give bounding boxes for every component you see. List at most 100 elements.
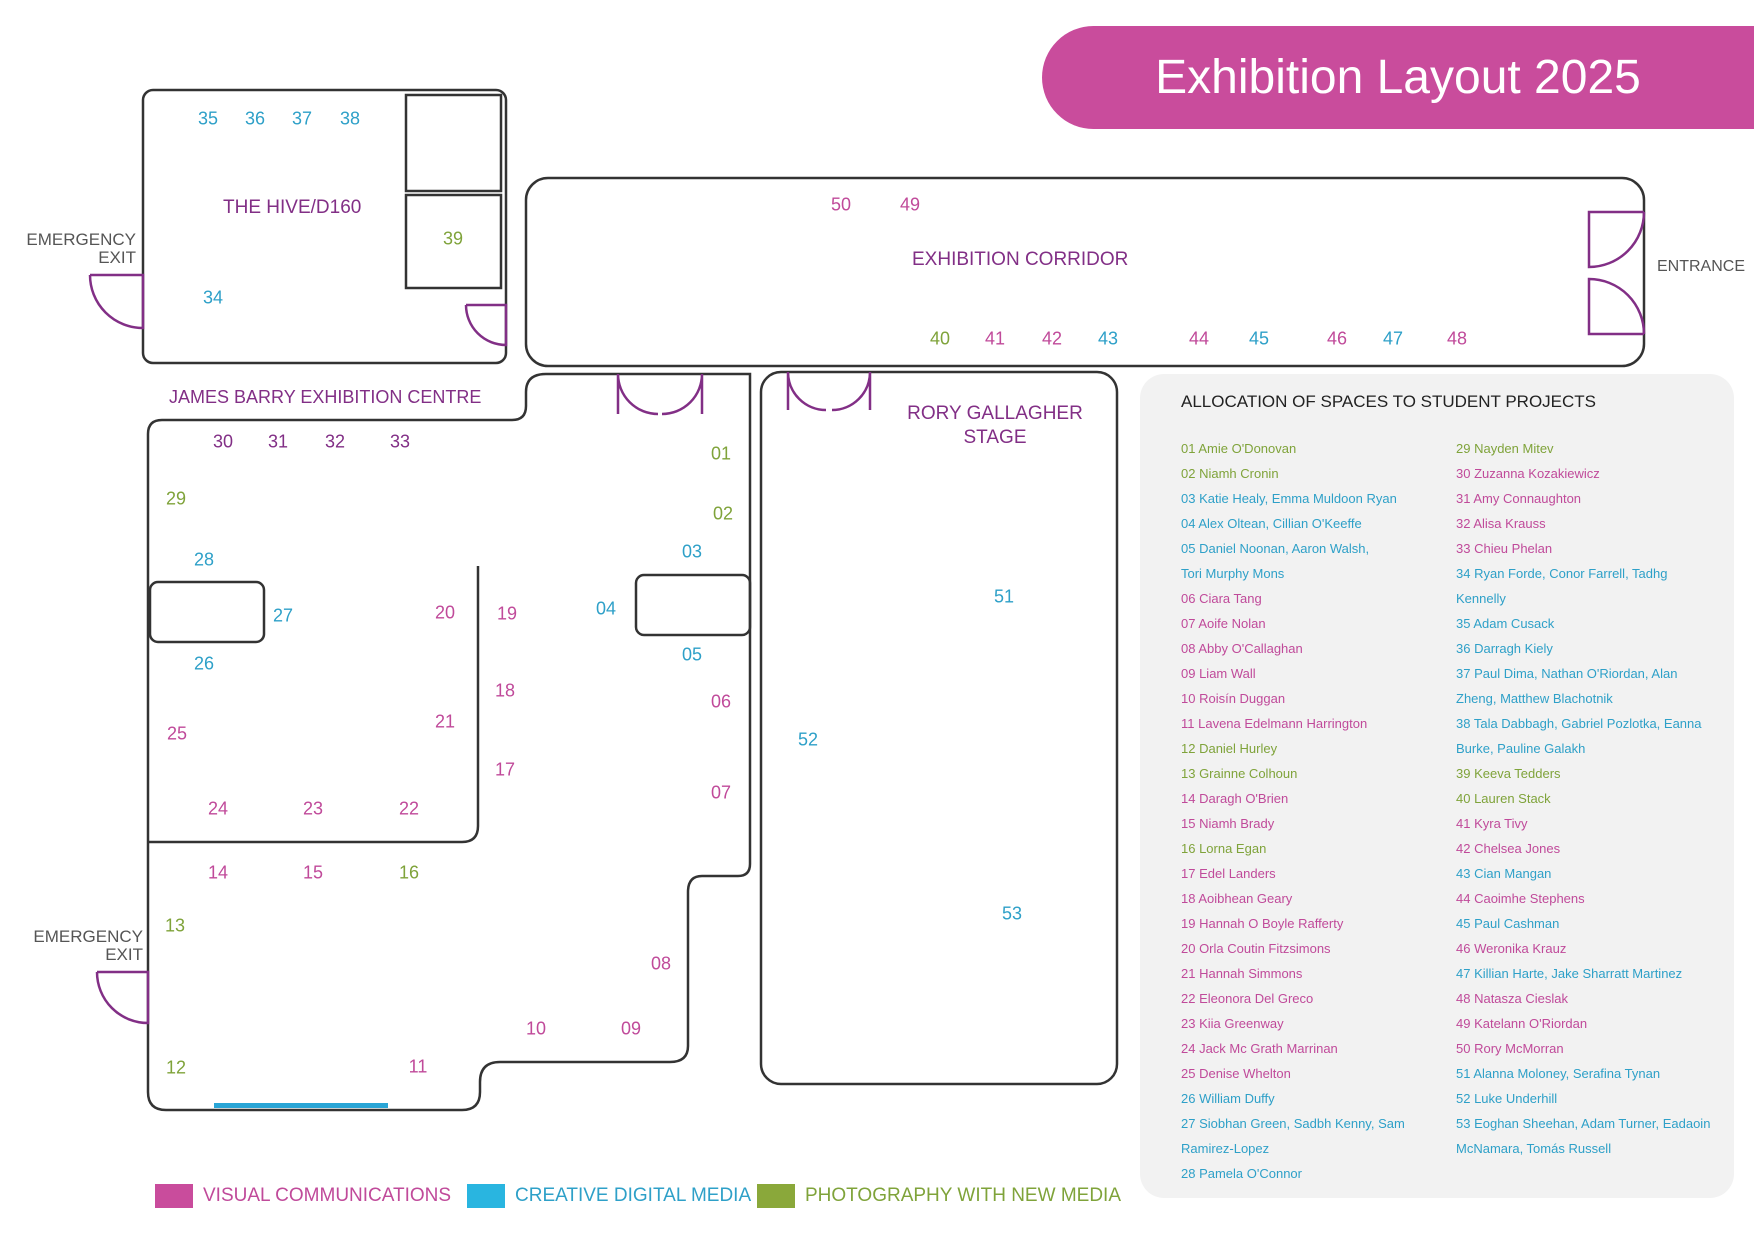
space-10: 10 <box>525 1018 547 1039</box>
allocation-entry: 03 Katie Healy, Emma Muldoon Ryan <box>1181 491 1397 506</box>
pillar-04 <box>634 573 752 637</box>
area-label-hive: THE HIVE/D160 <box>223 197 362 218</box>
allocation-entry: 20 Orla Coutin Fitzsimons <box>1181 941 1331 956</box>
space-37: 37 <box>291 108 313 129</box>
allocation-entry: 52 Luke Underhill <box>1456 1091 1558 1106</box>
allocation-entry: Tori Murphy Mons <box>1181 566 1285 581</box>
allocation-entry: Kennelly <box>1456 591 1506 606</box>
door-hive-left <box>88 273 145 330</box>
allocation-entry: 02 Niamh Cronin <box>1181 466 1279 481</box>
space-13: 13 <box>164 915 186 936</box>
window-strip <box>214 1103 388 1108</box>
space-17: 17 <box>494 759 516 780</box>
allocation-entry: 41 Kyra Tivy <box>1456 816 1528 831</box>
allocation-entry: 36 Darragh Kiely <box>1456 641 1553 656</box>
door-entrance-top <box>1587 210 1646 269</box>
space-01: 01 <box>710 443 732 464</box>
allocation-entry: 19 Hannah O Boyle Rafferty <box>1181 916 1344 931</box>
space-41: 41 <box>984 328 1006 349</box>
allocation-entry: 47 Killian Harte, Jake Sharratt Martinez <box>1456 966 1683 981</box>
door-entrance-bottom <box>1587 277 1646 336</box>
allocation-entry: 38 Tala Dabbagh, Gabriel Pozlotka, Eanna <box>1456 716 1702 731</box>
space-49: 49 <box>899 194 921 215</box>
space-19: 19 <box>496 603 518 624</box>
james-barry-inner-wall <box>148 566 480 844</box>
space-14: 14 <box>207 862 229 883</box>
allocation-entry: 48 Natasza Cieslak <box>1456 991 1568 1006</box>
james-barry-outline <box>146 372 752 1112</box>
emergency-exit-upper-line1: EMERGENCY <box>26 230 136 249</box>
allocation-entry: 50 Rory McMorran <box>1456 1041 1564 1056</box>
legend-label-visual-communications: VISUAL COMMUNICATIONS <box>203 1185 452 1206</box>
space-27: 27 <box>272 605 294 626</box>
door-emergency-lower <box>95 970 150 1025</box>
allocation-entry: 22 Eleonora Del Greco <box>1181 991 1314 1006</box>
allocation-entry: 43 Cian Mangan <box>1456 866 1552 881</box>
space-08: 08 <box>650 953 672 974</box>
door-james-barry-a <box>616 373 659 416</box>
allocation-entry: 30 Zuzanna Kozakiewicz <box>1456 466 1600 481</box>
allocation-entry: 49 Katelann O'Riordan <box>1456 1016 1588 1031</box>
space-07: 07 <box>710 782 732 803</box>
space-30: 30 <box>212 431 234 452</box>
space-21: 21 <box>434 711 456 732</box>
space-36: 36 <box>244 108 266 129</box>
allocation-entry: 29 Nayden Mitev <box>1456 441 1554 456</box>
allocation-entry: 13 Grainne Colhoun <box>1181 766 1298 781</box>
space-45: 45 <box>1248 328 1270 349</box>
space-29: 29 <box>165 488 187 509</box>
legend-swatch-photography-with-new-media <box>757 1184 795 1208</box>
corridor-outline <box>524 176 1646 368</box>
door-hive-inner <box>464 303 508 347</box>
allocation-entry: 26 William Duffy <box>1181 1091 1275 1106</box>
allocation-entry: 06 Ciara Tang <box>1181 591 1262 606</box>
allocation-entry: 23 Kiia Greenway <box>1181 1016 1284 1031</box>
area-label-rory-gallagher: RORY GALLAGHER STAGE <box>880 402 1110 450</box>
allocation-entry: 08 Abby O'Callaghan <box>1181 641 1303 656</box>
allocation-entry: 21 Hannah Simmons <box>1181 966 1303 981</box>
space-53: 53 <box>1001 903 1023 924</box>
space-23: 23 <box>302 798 324 819</box>
rory-gallagher-line1: RORY GALLAGHER <box>907 403 1083 424</box>
allocation-entry: 16 Lorna Egan <box>1181 841 1267 856</box>
space-38: 38 <box>339 108 361 129</box>
pillar-27 <box>148 580 266 644</box>
allocation-entry: 12 Daniel Hurley <box>1181 741 1278 756</box>
space-47: 47 <box>1382 328 1404 349</box>
allocation-entry: Burke, Pauline Galakh <box>1456 741 1586 756</box>
hive-box-upper <box>404 93 503 193</box>
allocation-entry: 10 Roisín Duggan <box>1181 691 1286 706</box>
space-26: 26 <box>193 653 215 674</box>
legend-label-photography-with-new-media: PHOTOGRAPHY WITH NEW MEDIA <box>805 1185 1121 1206</box>
allocation-entry: 32 Alisa Krauss <box>1456 516 1546 531</box>
space-03: 03 <box>681 541 703 562</box>
allocation-entry: 04 Alex Oltean, Cillian O'Keeffe <box>1181 516 1362 531</box>
hive-box-lower <box>404 193 503 290</box>
space-04: 04 <box>595 598 617 619</box>
allocation-entry: 09 Liam Wall <box>1181 666 1256 681</box>
space-34: 34 <box>202 287 224 308</box>
allocation-entry: Zheng, Matthew Blachotnik <box>1456 691 1613 706</box>
space-35: 35 <box>197 108 219 129</box>
allocation-entry: 33 Chieu Phelan <box>1456 541 1553 556</box>
legend-swatch-visual-communications <box>155 1184 193 1208</box>
allocation-entry: 05 Daniel Noonan, Aaron Walsh, <box>1181 541 1370 556</box>
space-11: 11 <box>408 1056 428 1077</box>
space-25: 25 <box>166 723 188 744</box>
allocation-entry: 35 Adam Cusack <box>1456 616 1555 631</box>
space-50: 50 <box>830 194 852 215</box>
space-40: 40 <box>929 328 951 349</box>
space-39: 39 <box>442 228 464 249</box>
allocation-entry: 39 Keeva Tedders <box>1456 766 1561 781</box>
space-42: 42 <box>1041 328 1063 349</box>
emergency-exit-upper-line2: EXIT <box>98 248 136 267</box>
allocation-entry: 14 Daragh O'Brien <box>1181 791 1289 806</box>
space-28: 28 <box>193 549 215 570</box>
door-james-barry-b <box>661 373 704 416</box>
door-rory-a <box>786 371 827 412</box>
allocation-entry: 27 Siobhan Green, Sadbh Kenny, Sam <box>1181 1116 1405 1131</box>
space-46: 46 <box>1326 328 1348 349</box>
